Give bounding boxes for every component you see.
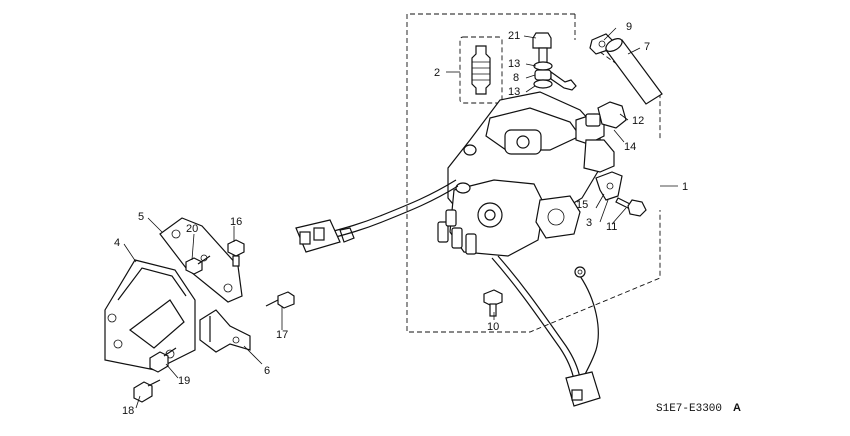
- diagram-code: S1E7-E3300 A: [656, 402, 741, 415]
- diagram-code-suffix: A: [733, 402, 741, 414]
- part-17-bolt: [265, 291, 295, 309]
- callout-13-bottom: 13: [508, 86, 520, 98]
- callout-15: 15: [576, 199, 588, 211]
- callout-5: 5: [138, 211, 144, 223]
- part-7-hose: [605, 38, 663, 105]
- part-11-bolt: [615, 197, 647, 217]
- harness-left: [295, 179, 459, 253]
- callout-13-top: 13: [508, 58, 520, 70]
- part-4-bracket: [104, 259, 196, 371]
- part-18-bolt: [133, 379, 161, 403]
- callout-19: 19: [178, 375, 190, 387]
- part-3-bracket: [595, 171, 623, 201]
- callout-2: 2: [434, 67, 440, 79]
- part-6-bracket: [199, 309, 251, 353]
- part-2-valve: [459, 36, 503, 104]
- callout-3: 3: [586, 217, 592, 229]
- callout-21: 21: [508, 30, 520, 42]
- callout-9: 9: [626, 21, 632, 33]
- part-21-bolt: [532, 32, 577, 91]
- callouts: 1 2 3 4 5 6 7 8 9 10 11 12 13 13 14 15 1…: [114, 21, 688, 417]
- callout-12: 12: [632, 115, 644, 127]
- callout-6: 6: [264, 365, 270, 377]
- part-10-bolt: [483, 289, 503, 317]
- part-20-bolt: [185, 255, 211, 275]
- callout-16: 16: [230, 216, 242, 228]
- callout-17: 17: [276, 329, 288, 341]
- callout-7: 7: [644, 41, 650, 53]
- part-12-shaft: [585, 101, 627, 129]
- callout-1: 1: [682, 181, 688, 193]
- callout-11: 11: [606, 221, 617, 233]
- injection-pump: [437, 91, 615, 257]
- part-16-bolt: [227, 239, 245, 267]
- callout-14: 14: [624, 141, 636, 153]
- callout-10: 10: [487, 321, 499, 333]
- callout-4: 4: [114, 237, 120, 249]
- callout-8: 8: [513, 72, 519, 84]
- callout-20: 20: [186, 223, 198, 235]
- diagram-code-text: S1E7-E3300: [656, 403, 722, 415]
- leader-lines: [123, 27, 678, 409]
- harness-bottom: [491, 255, 601, 407]
- callout-18: 18: [122, 405, 134, 417]
